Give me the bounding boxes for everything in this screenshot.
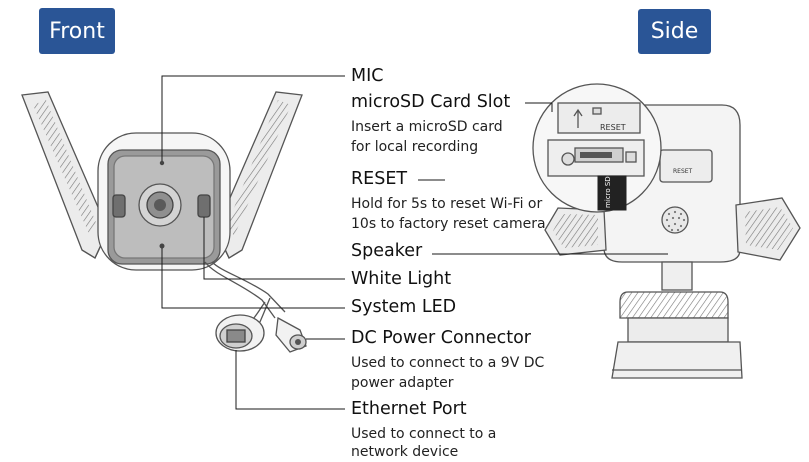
- microsd-card: [597, 175, 627, 211]
- speaker-title: Speaker: [351, 241, 423, 261]
- system-led: [159, 243, 165, 249]
- reset-desc-2: 10s to factory reset camera: [351, 216, 546, 232]
- reset-small-label: RESET: [600, 123, 626, 132]
- system-led-title: System LED: [351, 297, 457, 317]
- mic-hole: [159, 160, 165, 166]
- front-camera: [21, 91, 303, 271]
- dc-power-desc-1: Used to connect to a 9V DC: [351, 355, 545, 371]
- ethernet-plug: [215, 314, 265, 352]
- dc-power-title: DC Power Connector: [351, 328, 531, 348]
- ethernet-desc-1: Used to connect to a: [351, 426, 497, 442]
- dc-plug: [275, 316, 307, 353]
- dc-power-desc-2: power adapter: [351, 375, 454, 391]
- mount-base: [611, 341, 743, 379]
- microsd-desc-2: for local recording: [351, 139, 479, 155]
- mount-collar: [619, 291, 729, 319]
- mic-title: MIC: [351, 66, 384, 86]
- side-neck: [661, 261, 693, 291]
- white-light-title: White Light: [351, 269, 452, 289]
- microsd-desc-1: Insert a microSD card: [351, 119, 503, 135]
- side-cover-plate: [659, 149, 713, 183]
- reset-title: RESET: [351, 169, 408, 189]
- side-view-badge: Side: [638, 9, 711, 54]
- reset-tiny-label: RESET: [673, 168, 693, 175]
- left-white-light: [112, 194, 126, 218]
- front-cable: [204, 261, 286, 327]
- front-view-badge: Front: [39, 8, 115, 54]
- microsd-title: microSD Card Slot: [351, 92, 511, 112]
- leader-lines: [161, 75, 668, 410]
- front-left-antenna: [21, 91, 109, 259]
- magnified-detail: [532, 83, 662, 213]
- right-white-light: [197, 194, 211, 218]
- ethernet-desc-2: network device: [351, 444, 459, 460]
- ethernet-title: Ethernet Port: [351, 399, 467, 419]
- reset-desc-1: Hold for 5s to reset Wi-Fi or: [351, 196, 543, 212]
- sd-card-label: micro SD: [604, 176, 612, 208]
